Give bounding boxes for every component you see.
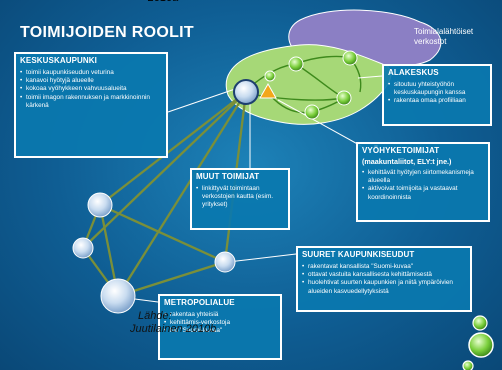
box-heading: ALAKESKUS <box>388 68 439 77</box>
list-item: kokoaa vyöhykkeen vahvuusalueita <box>20 85 162 93</box>
box-heading: KESKUSKAUPUNKI <box>20 56 97 65</box>
list-item: rakentaa yhteisiä <box>164 311 276 319</box>
box-metropolialue: METROPOLIALUE rakentaa yhteisiä kehittäm… <box>158 294 282 360</box>
network-nodes <box>264 50 358 120</box>
node-sphere-4 <box>214 251 236 273</box>
box-heading: MUUT TOIMIJAT <box>196 172 260 181</box>
decorative-spheres <box>462 315 494 370</box>
box-list: linkittyvät toimintaan verkostojen kautt… <box>192 183 288 212</box>
node-sphere-2 <box>72 237 94 259</box>
list-item: aktivoivat toimijoita ja vastaavat koord… <box>362 185 484 201</box>
box-subheading: (maakuntaliitot, ELY:t jne.) <box>362 157 452 166</box>
list-item: kehittämis-verkostoja <box>164 319 276 327</box>
list-item: toimii kaupunkiseudun veturina <box>20 69 162 77</box>
list-item: luo "Suomi-kuvaa" <box>164 327 276 335</box>
box-list: rakentaa yhteisiä kehittämis-verkostoja … <box>160 309 280 338</box>
box-suuret-kaupunkiseudut: SUURET KAUPUNKISEUDUT rakentavat kansall… <box>296 246 472 312</box>
list-item: kehittävät hyötyjen siirtomekanismeja al… <box>362 169 484 185</box>
box-vyohyketoimijat: VYÖHYKETOIMIJAT (maakuntaliitot, ELY:t j… <box>356 142 490 222</box>
box-muut-toimijat: MUUT TOIMIJAT linkittyvät toimintaan ver… <box>190 168 290 230</box>
box-list: toimii kaupunkiseudun veturina kanavoi h… <box>16 67 166 112</box>
box-heading: SUURET KAUPUNKISEUDUT <box>302 250 415 259</box>
node-sphere-1 <box>87 192 113 218</box>
list-item: sitoutuu yhteistyöhön keskuskaupungin ka… <box>388 81 486 97</box>
list-item: ottavat vastuita kansallisesta kehittämi… <box>302 271 466 279</box>
source-label: Lähde: <box>138 310 172 322</box>
box-heading: METROPOLIALUE <box>164 298 235 307</box>
network-label: Toimialalähtöiset verkostot <box>414 27 474 46</box>
box-list: kehittävät hyötyjen siirtomekanismeja al… <box>358 166 488 204</box>
top-caption: 2010a <box>148 0 179 4</box>
list-item: rakentaa omaa profiiliaan <box>388 97 486 105</box>
source-reference: Juutilainen 2010b <box>130 323 217 335</box>
box-heading: VYÖHYKETOIMIJAT <box>362 146 440 155</box>
box-list: sitoutuu yhteistyöhön keskuskaupungin ka… <box>384 79 490 108</box>
list-item: kanavoi hyötyjä alueelle <box>20 77 162 85</box>
source-citation: Lähde: Juutilainen 2010b <box>130 310 216 336</box>
triangle-marker <box>259 82 277 99</box>
box-alakeskus: ALAKESKUS sitoutuu yhteistyöhön keskuska… <box>382 64 492 126</box>
list-item: rakentavat kansallista "Suomi-kuvaa" <box>302 263 466 271</box>
list-item: linkittyvät toimintaan verkostojen kautt… <box>196 185 284 210</box>
list-item: toimii imagon rakennuksen ja markkinoinn… <box>20 94 162 110</box>
central-node <box>233 79 259 105</box>
list-item: huolehtivat suurten kaupunkien ja niitä … <box>302 279 466 295</box>
page-title: TOIMIJOIDEN ROOLIT <box>20 24 195 41</box>
node-sphere-metropol <box>100 278 136 314</box>
box-list: rakentavat kansallista "Suomi-kuvaa" ott… <box>298 261 470 298</box>
box-keskuskaupunki: KESKUSKAUPUNKI toimii kaupunkiseudun vet… <box>14 52 168 158</box>
